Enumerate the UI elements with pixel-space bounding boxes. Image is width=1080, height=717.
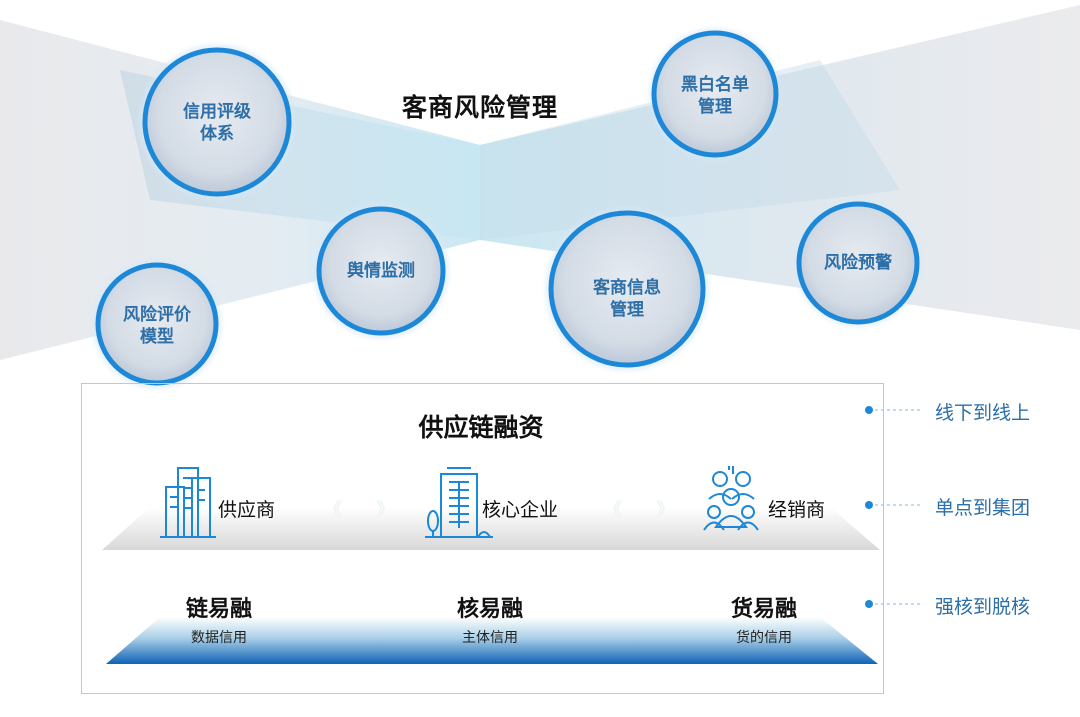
party-core-enterprise-label: 核心企业 — [482, 499, 559, 521]
supply-chain-panel — [81, 383, 884, 694]
side-note-offline-online: 线下到线上 — [935, 402, 1031, 424]
bubble-credit-rating — [139, 44, 295, 200]
risk-management-title: 客商风险管理 — [401, 93, 558, 122]
party-supplier-label: 供应商 — [218, 499, 276, 521]
product-3-desc: 货的信用 — [736, 630, 792, 646]
side-note-single-group: 单点到集团 — [935, 497, 1031, 519]
bubble-sentiment-line1: 舆情监测 — [347, 261, 415, 281]
bubble-risk-model-line1: 风险评价 — [123, 305, 191, 325]
bubble-merchant-info-line1: 客商信息 — [593, 278, 661, 298]
tower-building-icon — [425, 467, 493, 538]
bubble-risk-model-label: 风险评价 模型 — [97, 304, 217, 348]
product-2-desc: 主体信用 — [462, 630, 518, 646]
bubble-blacklist-line2: 管理 — [698, 97, 732, 117]
bubble-risk-warning — [794, 199, 922, 327]
bubble-risk-model — [92, 259, 222, 389]
people-group-icon — [703, 466, 759, 531]
supply-chain-title: 供应链融资 — [418, 413, 544, 442]
bubble-merchant-info-label: 客商信息 管理 — [567, 277, 687, 321]
party-distributor-label: 经销商 — [768, 499, 826, 521]
chevrons-right: 《 》 — [604, 500, 689, 521]
bubble-merchant-info — [545, 207, 709, 371]
side-dot-1 — [865, 406, 873, 414]
bubble-blacklist-label: 黑白名单 管理 — [655, 74, 775, 118]
bubble-sentiment-label: 舆情监测 — [321, 260, 441, 282]
bubble-sentiment — [313, 203, 449, 339]
product-1-desc: 数据信用 — [191, 630, 247, 646]
side-note-strong-core: 强核到脱核 — [935, 596, 1031, 618]
side-dot-2 — [865, 501, 873, 509]
product-3-name: 货易融 — [730, 597, 797, 622]
grey-platform — [102, 507, 880, 550]
blue-platform — [106, 617, 878, 664]
office-buildings-icon — [160, 467, 216, 538]
bubble-risk-model-line2: 模型 — [140, 327, 174, 347]
chevrons-left: 《 》 — [324, 500, 409, 521]
bubble-blacklist — [649, 28, 781, 160]
bubble-merchant-info-line2: 管理 — [610, 300, 644, 320]
bubble-credit-rating-line2: 体系 — [200, 124, 234, 144]
bubble-risk-warning-line1: 风险预警 — [824, 253, 892, 273]
product-1-name: 链易融 — [185, 597, 252, 622]
product-2-name: 核易融 — [456, 597, 523, 622]
bubble-risk-warning-label: 风险预警 — [798, 252, 918, 274]
side-dot-3 — [865, 600, 873, 608]
bubble-credit-rating-label: 信用评级 体系 — [157, 101, 277, 145]
bubble-blacklist-line1: 黑白名单 — [681, 75, 749, 95]
bubble-credit-rating-line1: 信用评级 — [183, 102, 251, 122]
